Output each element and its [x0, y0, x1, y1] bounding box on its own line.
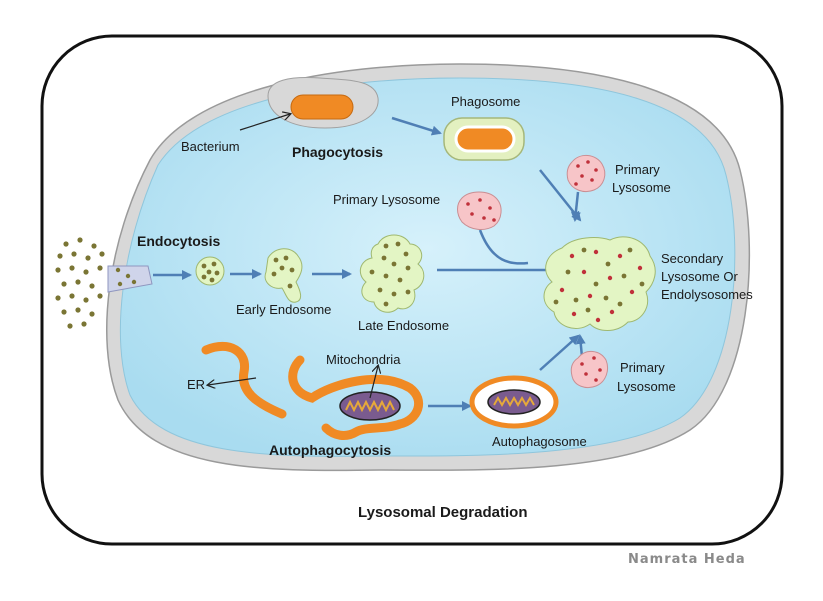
diagram-title: Lysosomal Degradation [358, 504, 527, 521]
primary-lysosome-bottom-dots [580, 356, 602, 382]
primary-lysosome-mid [457, 191, 502, 230]
secondary-lysosome-dots-red [559, 249, 643, 323]
author-credit: Namrata Heda [628, 552, 746, 567]
label-secondary-2: Lysosome Or [661, 269, 738, 284]
arrow-phagocytosis [391, 116, 442, 136]
label-early-endosome: Early Endosome [236, 302, 331, 317]
label-mitochondria: Mitochondria [326, 352, 401, 367]
primary-lysosome-top [566, 155, 606, 193]
phagosome-bacterium [454, 125, 516, 153]
arrow-primary-mid-to-secondary [478, 229, 529, 265]
label-endocytosis: Endocytosis [137, 233, 220, 249]
label-primary-lysosome-bottom-1: Primary [620, 360, 665, 375]
label-secondary-1: Secondary [661, 251, 724, 266]
label-phagocytosis: Phagocytosis [292, 144, 383, 160]
label-er: ER [187, 377, 205, 392]
endocytic-vesicle-dots [201, 261, 220, 283]
autophagosome-mitochondria [487, 389, 541, 415]
bacterium-pointer [239, 114, 290, 131]
mitochondria-cristae [345, 399, 395, 413]
primary-lysosome-mid-dots [466, 198, 496, 222]
late-endosome-dots [369, 241, 411, 307]
label-primary-lysosome-top-1: Primary [615, 162, 660, 177]
primary-lysosome-top-dots [574, 160, 598, 186]
arrow-primary-top-to-secondary [570, 191, 581, 222]
extracellular-particles [55, 237, 137, 329]
arrow-autophagosome-to-secondary [539, 334, 580, 371]
label-secondary-3: Endolysosomes [661, 287, 753, 302]
arrow-primary-bottom-to-secondary [575, 334, 586, 358]
label-autophagosome: Autophagosome [492, 434, 587, 449]
label-primary-lysosome-top-2: Lysosome [612, 180, 671, 195]
label-primary-lysosome-mid: Primary Lysosome [333, 192, 440, 207]
bacterium [290, 94, 354, 120]
label-bacterium: Bacterium [181, 139, 240, 154]
primary-lysosome-bottom [570, 351, 609, 389]
secondary-lysosome-dots-olive [553, 247, 645, 313]
secondary-lysosome [543, 236, 656, 331]
er-pointer [208, 377, 257, 385]
label-phagosome: Phagosome [451, 94, 520, 109]
mitochondria [339, 391, 401, 421]
label-late-endosome: Late Endosome [358, 318, 449, 333]
early-endosome-dots [271, 255, 295, 289]
label-autophagocytosis: Autophagocytosis [269, 442, 391, 458]
autophagosome-cristae [493, 395, 535, 408]
label-primary-lysosome-bottom-2: Lysosome [617, 379, 676, 394]
er-strand-right [288, 355, 424, 440]
mitochondria-pointer [369, 366, 378, 399]
early-endosome [264, 248, 303, 303]
er-strand-left [201, 341, 287, 419]
